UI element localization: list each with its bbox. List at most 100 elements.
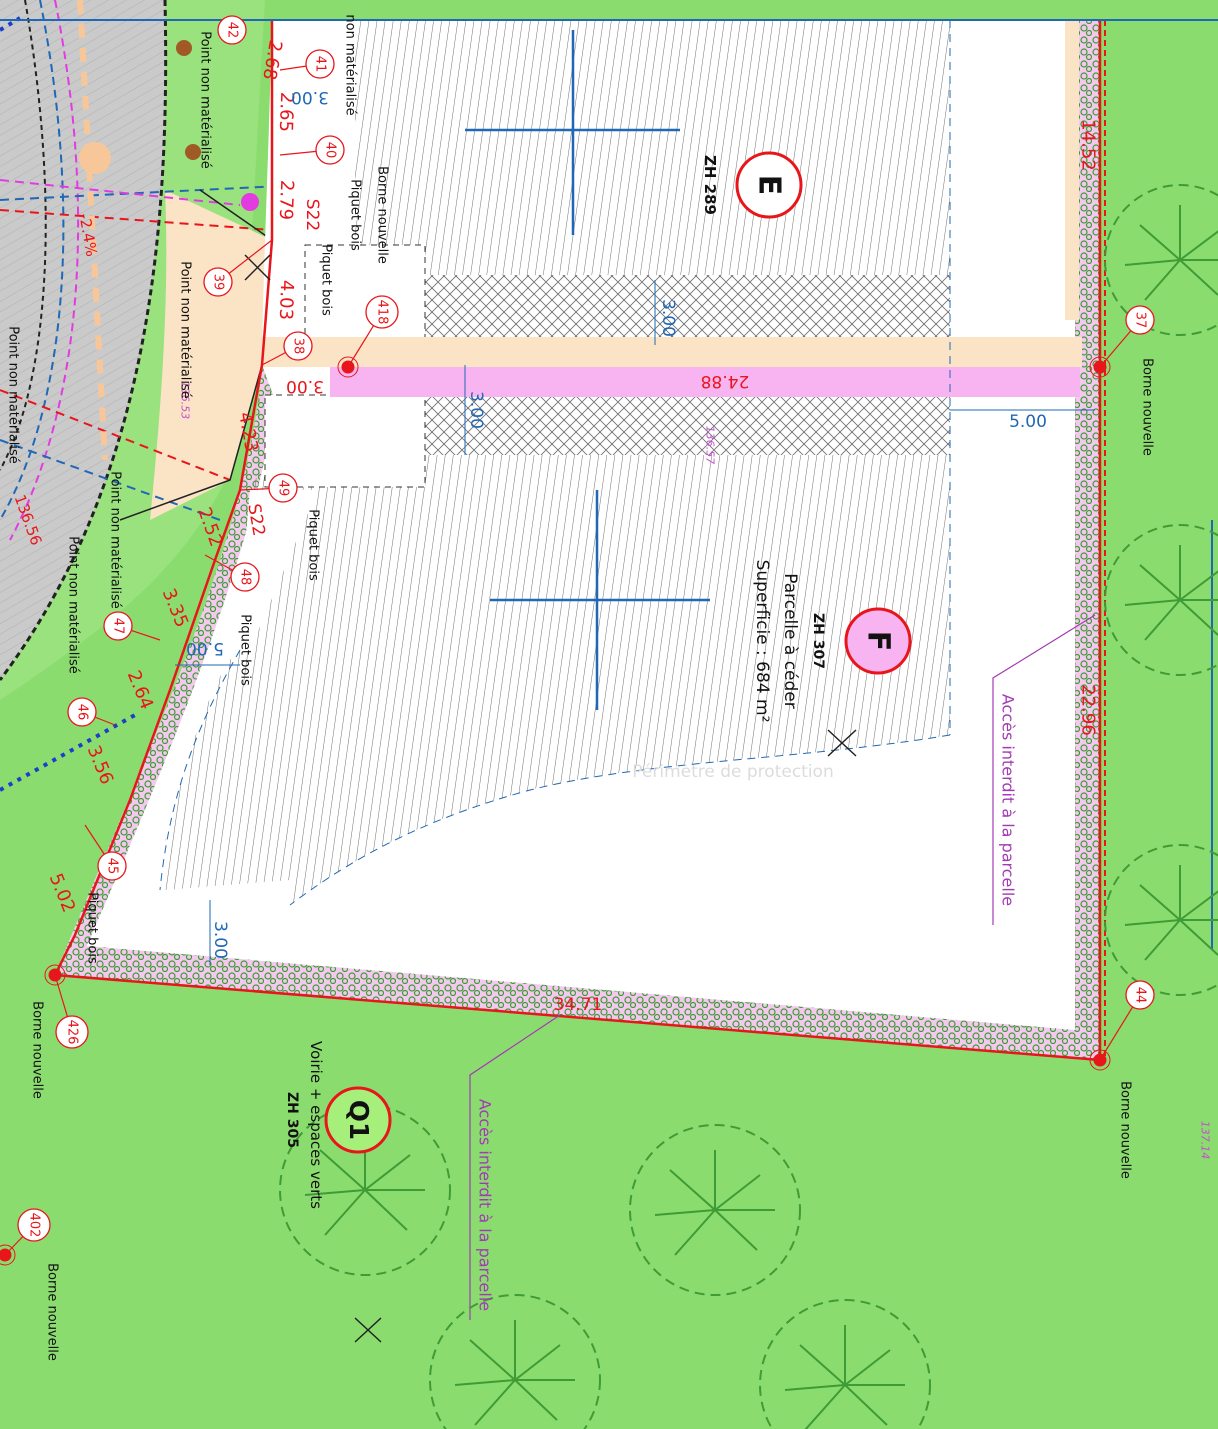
blue-dashed-line-3 — [0, 439, 221, 521]
magenta-dot — [241, 193, 259, 211]
borne-418: Borne nouvelle — [375, 166, 390, 264]
point-426: 426 — [65, 1020, 80, 1045]
red-dashed-line-1 — [0, 209, 273, 231]
parcel-e-ref: ZH 289 — [701, 155, 719, 215]
point-descriptions: Borne nouvelle Borne nouvelle Borne nouv… — [6, 14, 1155, 1360]
elevations: 136.53 136.57 137.14 — [179, 381, 1212, 1160]
point-418: 418 — [375, 300, 390, 325]
point-45: 45 — [105, 858, 120, 875]
parcel-f-status: Parcelle à céder — [780, 573, 800, 709]
dim-5-00-left: 5.00 — [186, 638, 224, 658]
elevation-4: 137.14 — [1199, 1121, 1212, 1160]
point-402: 402 — [27, 1213, 42, 1238]
peach-access-band — [262, 337, 1082, 367]
dim-2-65: 2.65 — [275, 92, 297, 133]
pnm-top: Point non matérialisé — [198, 31, 213, 169]
peach-strip-right — [1065, 20, 1079, 320]
point-42: 42 — [225, 22, 240, 39]
road-edge-curve-2 — [0, 0, 47, 471]
blue-dashed-line-2 — [0, 184, 301, 201]
parcel-e-hatched — [355, 20, 950, 275]
brown-dot-2 — [185, 144, 201, 160]
protection-label: Périmètre de protection — [632, 762, 833, 782]
parcel-f-circle — [844, 607, 912, 675]
blue-cross-f — [490, 490, 710, 710]
parcel-f-area: Superficie : 684 m² — [752, 560, 772, 723]
blue-cross-e — [465, 30, 680, 235]
dim-3-00-blue-3: 3.00 — [210, 921, 230, 959]
hedge-band — [55, 20, 1100, 1060]
elevation-1: 136.53 — [179, 381, 192, 420]
piquet-48: Piquet bois — [238, 614, 253, 686]
s22-label-top: S22 — [302, 199, 322, 231]
trees — [279, 184, 1218, 1429]
point-41: 41 — [313, 56, 328, 73]
dim-22-96: 22.96 — [1078, 684, 1099, 736]
dim-3-00-blue-1: 3.00 — [658, 299, 678, 337]
pnm-39: Point non matérialisé — [178, 261, 193, 399]
magenta-dashed-line-2 — [0, 179, 241, 206]
point-numbers: 42 41 40 39 418 38 49 48 47 46 45 426 37… — [27, 22, 1148, 1238]
parcel-e-circle — [735, 151, 803, 219]
point-46: 46 — [75, 704, 90, 721]
dim-lines — [175, 280, 1095, 965]
white-notch-3 — [240, 490, 318, 655]
borne-402: Borne nouvelle — [45, 1263, 60, 1361]
dim-2-79: 2.79 — [275, 180, 297, 221]
dim-5-00-right: 5.00 — [1009, 412, 1047, 432]
piquet-45: Piquet bois — [85, 892, 100, 964]
parcel-f-hatched — [165, 455, 950, 905]
white-notch-2 — [264, 394, 426, 488]
dim-14-52: 14.52 — [1078, 119, 1099, 171]
elevation-3: 136.57 — [704, 426, 717, 465]
road-hatch — [0, 0, 166, 680]
blue-dashed-line — [0, 0, 65, 521]
dim-3-00-blue-2: 3.00 — [466, 391, 486, 429]
road-edge-curve — [0, 0, 168, 681]
point-40: 40 — [323, 142, 338, 159]
dim-3-00-red: 3.00 — [286, 376, 324, 396]
parcel-q1-ref: ZH 305 — [284, 1092, 300, 1148]
point-49: 49 — [276, 480, 291, 497]
borne-37: Borne nouvelle — [1140, 358, 1155, 456]
dim-4-03: 4.03 — [275, 280, 297, 321]
leader-bottom — [469, 1014, 561, 1320]
point-44: 44 — [1133, 987, 1148, 1004]
pnm-left: Point non matérialisé — [6, 326, 21, 464]
protection-dashed-curve-2 — [159, 649, 241, 891]
piquet-38: Piquet bois — [319, 244, 334, 316]
point-48: 48 — [238, 569, 253, 586]
access-label-bottom: Accès interdit à la parcelle — [476, 1099, 495, 1311]
dim-34-71: 34.71 — [554, 995, 603, 1015]
magenta-dashed-line — [9, 0, 80, 541]
dim-labels-blue: 3.00 3.00 3.00 5.00 5.00 3.00 — [186, 87, 1047, 959]
peach-dashed-line — [77, 0, 108, 461]
boundary-dash-2 — [54, 974, 1101, 1061]
parcel-q1-circle — [324, 1086, 392, 1154]
parcel-boundary — [53, 20, 1102, 1062]
access-label-right: Accès interdit à la parcelle — [999, 694, 1018, 906]
parcel-q1-letter: Q1 — [343, 1100, 373, 1140]
point-circles — [17, 15, 1155, 1242]
pnm-47: Point non matérialisé — [108, 471, 123, 609]
nonmat-41: non matérialisé — [343, 14, 358, 115]
leader-right — [992, 614, 1096, 925]
pink-access-band — [330, 367, 1080, 397]
green-strip — [0, 0, 265, 700]
protection-dashed-curve — [289, 734, 951, 906]
borne-426: Borne nouvelle — [30, 1001, 45, 1099]
x-markers — [244, 254, 857, 1343]
white-notch-1 — [304, 244, 426, 341]
parcel-f-ref: ZH 307 — [810, 613, 826, 669]
borne-44: Borne nouvelle — [1118, 1081, 1133, 1179]
brown-dot-1 — [176, 40, 192, 56]
piquet-49: Piquet bois — [306, 509, 321, 581]
blue-thick-dotted-2 — [0, 16, 22, 32]
parcel-q1-use: Voirie + espaces verts — [307, 1041, 325, 1209]
dim-3-00-blue-small: 3.00 — [291, 87, 329, 107]
parcel-e-letter: E — [752, 175, 787, 196]
point-37: 37 — [1133, 312, 1148, 329]
point-39: 39 — [211, 274, 226, 291]
dim-24-88: 24.88 — [701, 371, 750, 391]
